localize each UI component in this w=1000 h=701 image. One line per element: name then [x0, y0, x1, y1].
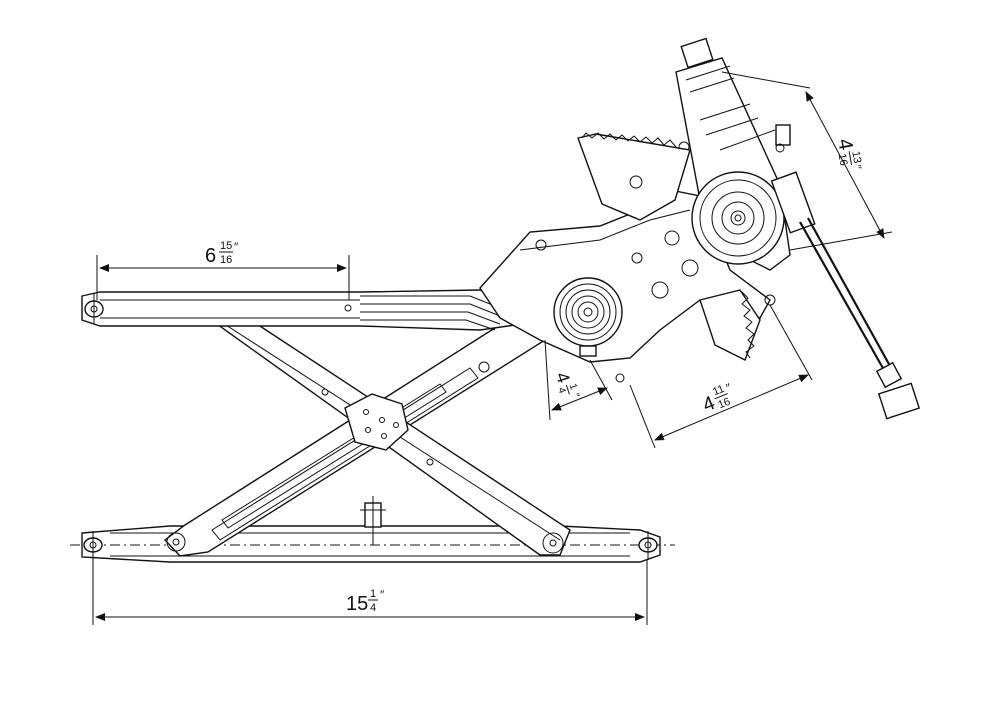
dim-top-rail-den: 16: [220, 254, 232, 266]
dim-top-rail: 6 15 16 ″: [96, 240, 350, 300]
dim-bottom-rail-num: 1: [370, 588, 376, 600]
dim-motor-height-den: 16: [836, 153, 850, 167]
dim-bottom-rail: 15 1 4 ″: [92, 560, 648, 625]
dim-pulley-offset-num: 1: [567, 382, 579, 391]
dim-motor-base-num: 11: [711, 383, 726, 398]
sector-gear-lower: [699, 289, 761, 361]
dim-top-rail-whole: 6: [205, 245, 216, 267]
motor-assembly: [675, 37, 816, 306]
dim-bottom-rail-den: 4: [370, 602, 376, 614]
dim-pulley-offset-den: 4: [555, 386, 567, 395]
pivot-plate: [344, 393, 409, 451]
dim-top-rail-num: 15: [220, 240, 232, 252]
mounting-stud: [360, 496, 386, 545]
dim-top-rail-unit: ″: [234, 240, 239, 254]
cable-drum: [553, 277, 623, 357]
dim-motor-height-whole: 4: [833, 137, 857, 152]
dim-motor-base-unit: ″: [724, 380, 734, 395]
dim-motor-height-unit: ″: [850, 164, 865, 171]
sector-gear-upper: [577, 132, 691, 221]
top-rail: [81, 289, 521, 331]
dim-bottom-rail-whole: 15: [346, 593, 368, 615]
wire-harness: [799, 217, 921, 420]
dim-pulley-offset-unit: ″: [569, 392, 582, 400]
dim-bottom-rail-unit: ″: [380, 588, 385, 602]
dim-pulley-offset-whole: 4: [552, 370, 574, 386]
dim-motor-height: 4 13 16 ″: [721, 71, 893, 251]
dim-motor-height-num: 13: [849, 150, 863, 164]
dim-motor-base-den: 16: [716, 396, 732, 412]
